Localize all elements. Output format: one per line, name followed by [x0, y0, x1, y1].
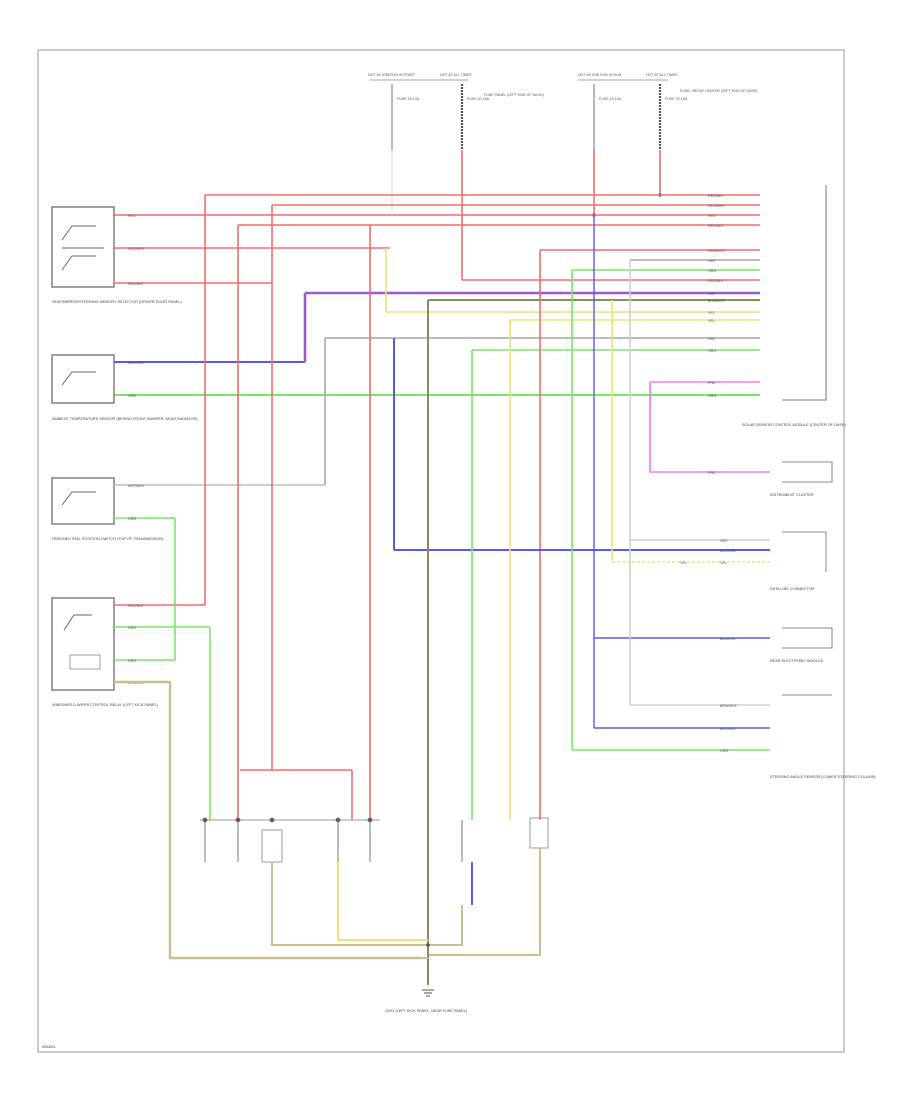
svg-text:YEL: YEL — [680, 561, 687, 565]
svg-text:YEL: YEL — [708, 311, 715, 315]
diagram-frame — [37, 49, 845, 1053]
svg-text:YEL: YEL — [720, 561, 727, 565]
bus-wires — [114, 194, 760, 396]
park-switch — [51, 477, 115, 525]
ground-label: G201 (LEFT KICK PANEL, NEAR FUSE PANEL) — [385, 1009, 468, 1013]
svg-text:GRN: GRN — [128, 626, 136, 630]
fuse-2-top-label: HOT AT ALL TIMES — [440, 73, 472, 77]
fuse-4-side-label: FUSE 22 15A — [665, 97, 688, 101]
park-switch-label: PARK/NEUTRAL POSITION SWITCH (TOP OF TRA… — [52, 537, 164, 541]
svg-text:PNK: PNK — [708, 471, 716, 475]
svg-text:BRN/WHT: BRN/WHT — [720, 704, 738, 708]
fuse-1-side-label: FUSE 18 10A — [397, 97, 420, 101]
svg-text:RED/BLK: RED/BLK — [708, 194, 724, 198]
fuse-4-top-label: HOT AT ALL TIMES — [646, 73, 678, 77]
main-module-bracket — [782, 185, 827, 401]
svg-text:RED/WHT: RED/WHT — [708, 249, 726, 253]
bottom-switches — [200, 817, 549, 863]
svg-text:GRN: GRN — [708, 394, 716, 398]
svg-text:GRY: GRY — [708, 337, 716, 341]
svg-text:WHT/BLK: WHT/BLK — [128, 484, 145, 488]
svg-text:GRY: GRY — [720, 539, 728, 543]
wiper-relay-wires — [114, 604, 210, 661]
svg-text:RED/WHT: RED/WHT — [708, 204, 726, 208]
svg-text:BLU/RED: BLU/RED — [128, 361, 144, 365]
selector-switch — [51, 206, 115, 288]
ground-junction — [426, 943, 430, 947]
fuse-relay-center-label: FUSE / RELAY CENTER (LEFT END OF DASH) — [680, 89, 757, 93]
svg-text:BLU/RED: BLU/RED — [720, 727, 736, 731]
fuse-3-top-label: HOT W/ IGNITION IN RUN — [578, 73, 622, 77]
svg-text:PNK: PNK — [708, 381, 716, 385]
wiper-relay-label: WINDSHIELD WIPER CONTROL RELAY (LEFT KIC… — [52, 703, 159, 707]
dlc-label: DATA LINK CONNECTOR — [770, 587, 815, 591]
wiper-relay — [51, 597, 115, 691]
svg-text:VIO: VIO — [708, 292, 714, 296]
main-module-wire-tags: RED/BLK RED/WHT RED RED/BLK RED/WHT GRY … — [708, 194, 726, 398]
svg-text:GRN: GRN — [128, 394, 136, 398]
svg-text:RED/BLK: RED/BLK — [708, 279, 724, 283]
svg-text:RED/BLK: RED/BLK — [708, 224, 724, 228]
fuse-3-side-label: FUSE 15 10A — [599, 97, 622, 101]
fuse-panel-label: FUSE PANEL (LEFT END OF DASH) — [484, 93, 544, 97]
svg-text:GRN: GRN — [708, 349, 716, 353]
rear-module-label: REAR ELECTRONIC MODULE — [770, 659, 824, 663]
main-module-label: SOLAR SENSOR CONTROL MODULE (CENTER OF D… — [742, 423, 847, 427]
diagram-code: W0469- — [42, 1044, 57, 1049]
fuse-2-side-label: FUSE 40 15A — [467, 97, 490, 101]
vertical-wires — [114, 195, 770, 960]
temp-sensor-label: AMBIENT TEMPERATURE SENSOR (BEHIND FRONT… — [52, 417, 198, 421]
svg-text:RED/BLK: RED/BLK — [128, 282, 144, 286]
svg-text:GRN: GRN — [128, 659, 136, 663]
svg-text:GRN: GRN — [128, 517, 136, 521]
ground-wires — [271, 848, 541, 985]
instrument-cluster-label: INSTRUMENT CLUSTER — [770, 493, 814, 497]
ground-symbol-icon — [422, 989, 434, 997]
svg-text:BLU/RED: BLU/RED — [720, 549, 736, 553]
fuse-1-top-label: HOT W/ IGNITION IN START — [368, 73, 416, 77]
svg-text:GRN: GRN — [720, 749, 728, 753]
selector-label: SEAT/MIRROR/STEERING MEMORY SELECTOR (DR… — [52, 300, 182, 304]
svg-text:GRN: GRN — [708, 269, 716, 273]
svg-text:GRY: GRY — [708, 259, 716, 263]
svg-text:BLU/RED: BLU/RED — [720, 637, 736, 641]
temp-sensor — [51, 354, 115, 404]
svg-text:RED/WHT: RED/WHT — [128, 247, 146, 251]
bottom-module-label: STEERING ANGLE SENSOR (LOWER STEERING CO… — [770, 775, 876, 779]
selector-wires — [114, 247, 390, 284]
svg-text:BRN/WHT: BRN/WHT — [708, 299, 726, 303]
svg-text:RED: RED — [708, 214, 716, 218]
svg-text:YEL: YEL — [708, 319, 715, 323]
svg-text:RED/BLK: RED/BLK — [128, 604, 144, 608]
svg-text:RED: RED — [128, 214, 136, 218]
